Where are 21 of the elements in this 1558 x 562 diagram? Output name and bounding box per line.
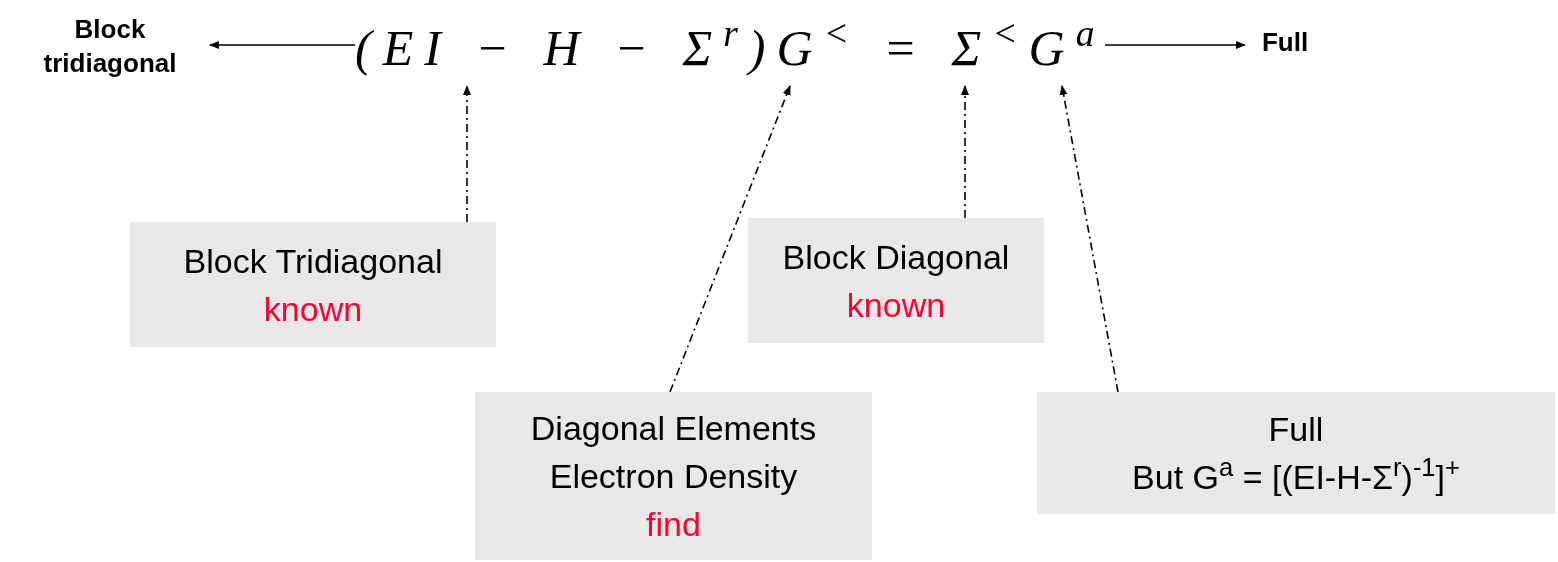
note-box — [748, 218, 1044, 343]
note-box — [1037, 392, 1555, 514]
note-text: Block Diagonal — [782, 236, 1010, 278]
arrow — [1104, 41, 1246, 49]
status-text: known — [846, 284, 946, 326]
status-text: known — [263, 288, 363, 330]
side-label: Full — [1261, 26, 1309, 59]
arrow — [669, 85, 791, 393]
arrow — [961, 85, 969, 219]
note-box — [475, 392, 872, 560]
note-text: But G$^{a}$ = [(EI-H-Σ$^{r}$)$^{-1}$]$^{+}$ — [1132, 453, 1460, 498]
note-text: Electron Density — [549, 456, 798, 497]
status-text: find — [646, 504, 701, 545]
note-text: Block Tridiagonal — [183, 240, 443, 282]
arrow — [1059, 85, 1119, 393]
side-label: Block tridiagonal — [42, 13, 178, 80]
arrow — [209, 41, 356, 49]
note-box — [130, 222, 496, 347]
arrow — [463, 85, 471, 223]
note-text: Full — [1268, 409, 1324, 450]
note-text: Diagonal Elements — [530, 408, 817, 449]
